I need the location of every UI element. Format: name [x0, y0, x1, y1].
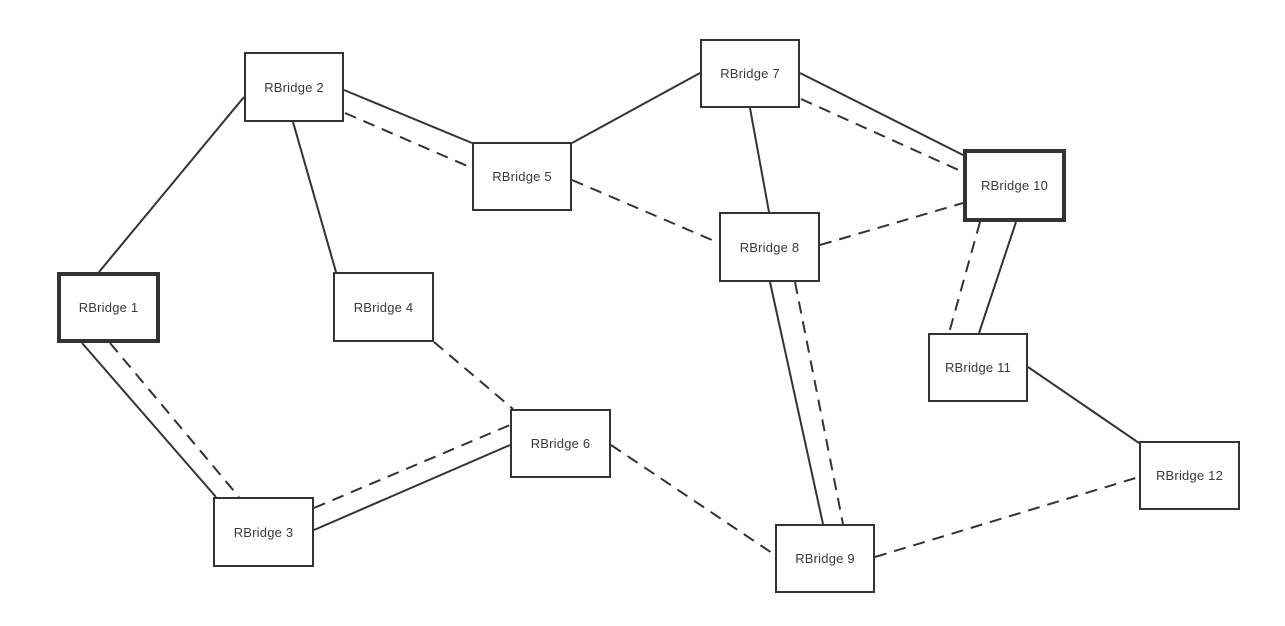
edge-rb2-rb4-solid [292, 121, 337, 273]
edge-rb7-rb8-solid [749, 107, 770, 213]
node-label: RBridge 7 [720, 66, 780, 81]
edge-rb10-rb11-dashed [948, 221, 981, 334]
node-rb8: RBridge 8 [719, 212, 820, 282]
node-label: RBridge 8 [739, 239, 800, 255]
node-rb3: RBridge 3 [213, 497, 314, 567]
node-rb11: RBridge 11 [928, 333, 1028, 402]
edge-rb4-rb6-dashed [433, 341, 514, 410]
node-label: RBridge 9 [795, 551, 855, 566]
edge-rb1-rb2-solid [98, 96, 245, 273]
edge-rb5-rb7-solid [571, 72, 701, 144]
edge-rb8-rb9-solid [769, 281, 824, 525]
edge-rb3-rb6-dashed [313, 424, 511, 509]
node-label: RBridge 6 [530, 436, 591, 451]
edge-rb9-rb12-dashed [874, 476, 1140, 558]
node-label: RBridge 12 [1155, 468, 1224, 483]
edge-rb11-rb12-solid [1027, 366, 1140, 444]
node-rb2: RBridge 2 [244, 52, 344, 122]
edge-rb10-rb11-solid [978, 221, 1017, 334]
edge-rb2-rb5-dashed [344, 112, 473, 169]
edge-rb5-rb8-dashed [571, 179, 720, 244]
node-label: RBridge 3 [233, 524, 294, 540]
edge-rb2-rb5-solid [343, 89, 473, 144]
edge-rb1-rb3-dashed [109, 342, 240, 498]
edge-rb7-rb10-dashed [800, 98, 964, 173]
node-rb12: RBridge 12 [1139, 441, 1240, 510]
node-rb6: RBridge 6 [510, 409, 611, 478]
edge-rb8-rb9-dashed [794, 281, 844, 525]
node-label: RBridge 10 [980, 178, 1049, 193]
node-label: RBridge 5 [492, 169, 552, 184]
node-rb7: RBridge 7 [700, 39, 800, 108]
node-label: RBridge 4 [353, 299, 414, 315]
node-rb4: RBridge 4 [333, 272, 434, 342]
edge-rb7-rb10-solid [799, 72, 964, 156]
node-rb9: RBridge 9 [775, 524, 875, 593]
edge-rb6-rb9-dashed [610, 444, 776, 556]
node-label: RBridge 1 [78, 300, 139, 315]
edge-rb3-rb6-solid [313, 444, 511, 531]
node-rb10: RBridge 10 [963, 149, 1066, 222]
edge-rb1-rb3-solid [81, 342, 217, 498]
edge-rb8-rb10-dashed [819, 202, 964, 246]
node-label: RBridge 11 [944, 360, 1012, 375]
node-label: RBridge 2 [264, 79, 324, 95]
node-rb5: RBridge 5 [472, 142, 572, 211]
node-rb1: RBridge 1 [57, 272, 160, 343]
